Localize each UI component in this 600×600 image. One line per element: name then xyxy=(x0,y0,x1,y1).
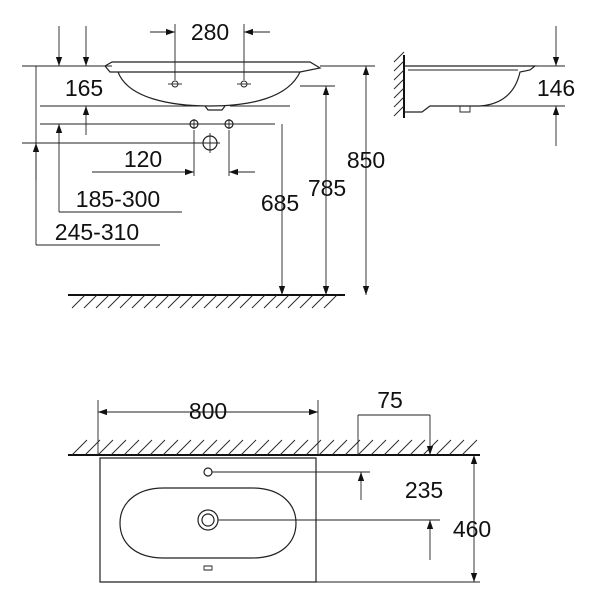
hatch-line xyxy=(299,294,314,309)
dim-height-mid: 785 xyxy=(308,175,346,201)
basin-rim xyxy=(104,61,322,73)
wall-hatching xyxy=(393,51,405,117)
dim-valve-spacing: 120 xyxy=(124,146,162,172)
dim-height-total: 850 xyxy=(347,147,385,173)
hatch-line xyxy=(203,294,218,309)
hatch-line xyxy=(370,439,387,456)
hatch-line xyxy=(71,294,86,309)
hatch-line xyxy=(422,439,439,456)
hatch-line xyxy=(83,294,98,309)
dim-valve-range-b: 245-310 xyxy=(55,219,139,245)
hatch-line xyxy=(393,69,405,81)
hatch-line xyxy=(136,439,153,456)
hatch-line xyxy=(95,294,110,309)
basin-bottom xyxy=(204,105,226,111)
hatch-line xyxy=(323,294,338,309)
hatch-line xyxy=(110,439,127,456)
hatch-line xyxy=(311,294,326,309)
hatch-line xyxy=(393,87,405,99)
top-view: 800 75 235 460 xyxy=(68,387,491,583)
hatch-line xyxy=(162,439,179,456)
hatch-line xyxy=(393,60,405,72)
hatch-line xyxy=(393,105,405,117)
hatch-line xyxy=(357,439,374,456)
tap-hole-left-icon xyxy=(168,80,182,88)
hatch-line xyxy=(119,294,134,309)
tap-hole-icon xyxy=(203,467,213,477)
hatch-line xyxy=(275,294,290,309)
dim-width: 800 xyxy=(189,398,227,424)
overflow-slot-icon xyxy=(203,565,213,571)
hatch-line xyxy=(383,439,400,456)
hatch-line xyxy=(227,439,244,456)
hatch-line xyxy=(175,439,192,456)
hatch-line xyxy=(167,294,182,309)
hatch-line xyxy=(71,439,88,456)
basin-side-profile xyxy=(404,65,537,113)
hatch-line xyxy=(461,439,478,456)
dim-valve-range-a: 185-300 xyxy=(76,186,160,212)
drain-icon xyxy=(197,509,219,531)
hatch-line xyxy=(179,294,194,309)
hatch-line xyxy=(448,439,465,456)
dim-height-inner: 685 xyxy=(261,190,299,216)
dim-rim-depth: 165 xyxy=(65,75,103,101)
side-view: 146 xyxy=(393,26,575,146)
hatch-line xyxy=(409,439,426,456)
hatch-line xyxy=(143,294,158,309)
hatch-line xyxy=(155,294,170,309)
basin-bowl xyxy=(117,71,301,107)
hatch-line xyxy=(393,96,405,108)
dim-tap-hole-depth: 235 xyxy=(405,477,443,503)
hatch-line xyxy=(251,294,266,309)
hatch-line xyxy=(305,439,322,456)
dim-basin-height: 146 xyxy=(537,75,575,101)
hatch-line xyxy=(292,439,309,456)
dim-tap-spacing: 280 xyxy=(191,19,229,45)
front-view: 280 165 120 185-300 245-310 685 785 xyxy=(22,19,385,309)
hatch-line xyxy=(266,439,283,456)
hatch-line xyxy=(107,294,122,309)
hatch-line xyxy=(435,439,452,456)
hatch-line xyxy=(123,439,140,456)
hatch-line xyxy=(227,294,242,309)
hatch-line xyxy=(344,439,361,456)
hatch-line xyxy=(253,439,270,456)
hatch-line xyxy=(393,51,405,63)
hatch-line xyxy=(240,439,257,456)
dim-wall-offset: 75 xyxy=(377,387,403,413)
hatch-line xyxy=(188,439,205,456)
tap-hole-right-icon xyxy=(237,80,251,88)
hatch-line xyxy=(97,439,114,456)
hatch-line xyxy=(215,294,230,309)
hatch-line xyxy=(84,439,101,456)
dim-depth: 460 xyxy=(453,516,491,542)
top-wall-hatching xyxy=(71,439,478,456)
hatch-line xyxy=(279,439,296,456)
hatch-line xyxy=(393,78,405,90)
floor-hatching xyxy=(71,294,338,309)
hatch-line xyxy=(318,439,335,456)
hatch-line xyxy=(239,294,254,309)
hatch-line xyxy=(287,294,302,309)
hatch-line xyxy=(331,439,348,456)
hatch-line xyxy=(214,439,231,456)
hatch-line xyxy=(396,439,413,456)
basin-top-bowl xyxy=(119,487,297,559)
hatch-line xyxy=(191,294,206,309)
hatch-line xyxy=(201,439,218,456)
hatch-line xyxy=(131,294,146,309)
hatch-line xyxy=(263,294,278,309)
hatch-line xyxy=(149,439,166,456)
